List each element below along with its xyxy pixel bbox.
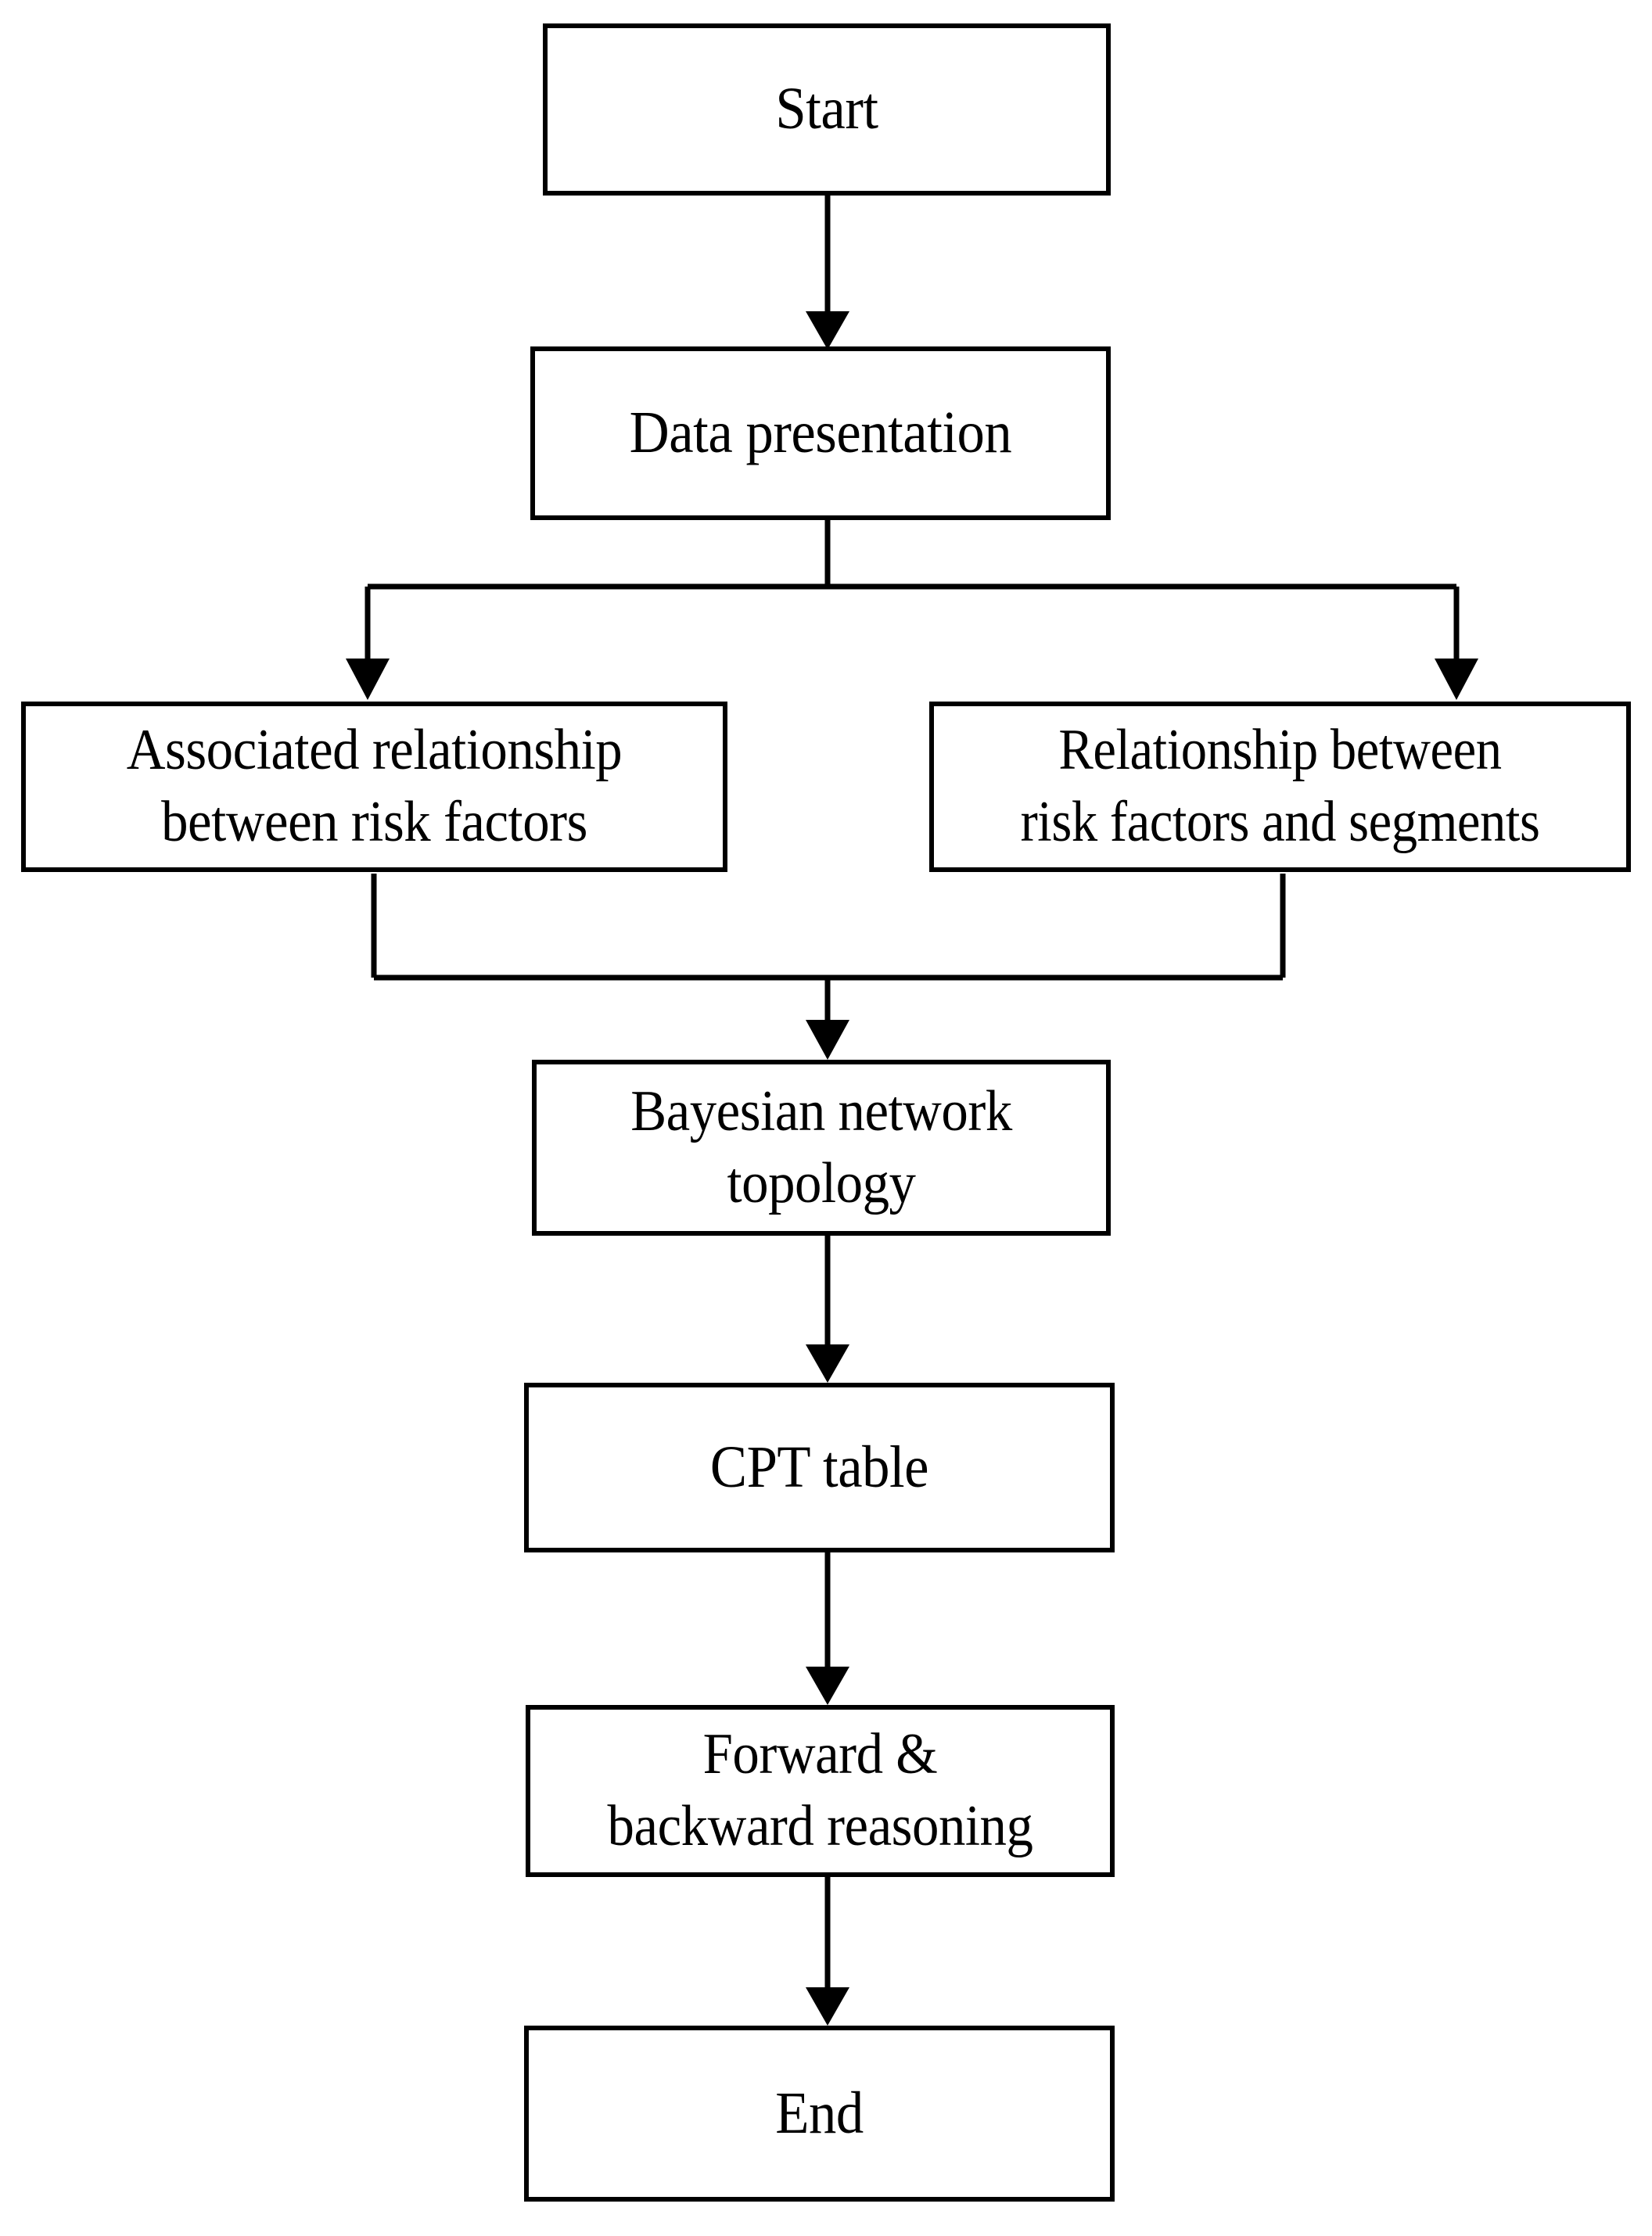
node-reasoning[interactable]: Forward & backward reasoning [526,1705,1115,1877]
node-start-label: Start [775,76,878,142]
edge-start-to-data-presentation [806,196,849,350]
node-associated-relationship[interactable]: Associated relationship between risk fac… [21,702,727,872]
node-data-presentation-label: Data presentation [629,400,1012,466]
node-associated-relationship-label: Associated relationship between risk fac… [126,718,623,854]
edge-merge-to-bayesian [371,874,1286,1060]
edge-data-presentation-split [346,520,1478,700]
node-data-presentation[interactable]: Data presentation [530,346,1111,520]
node-start[interactable]: Start [543,23,1111,196]
node-bayesian-topology-label: Bayesian network topology [630,1079,1012,1215]
node-end[interactable]: End [524,2026,1115,2202]
node-bayesian-topology[interactable]: Bayesian network topology [532,1060,1111,1236]
node-end-label: End [775,2080,864,2146]
edge-reasoning-to-end [806,1877,849,2026]
edge-cpt-to-reasoning [806,1552,849,1705]
node-cpt-table[interactable]: CPT table [524,1383,1115,1552]
node-relationship-segments-label: Relationship between risk factors and se… [1020,718,1540,854]
edge-bayesian-to-cpt [806,1236,849,1383]
node-reasoning-label: Forward & backward reasoning [607,1722,1033,1858]
node-relationship-segments[interactable]: Relationship between risk factors and se… [929,702,1631,872]
node-cpt-table-label: CPT table [709,1434,929,1500]
